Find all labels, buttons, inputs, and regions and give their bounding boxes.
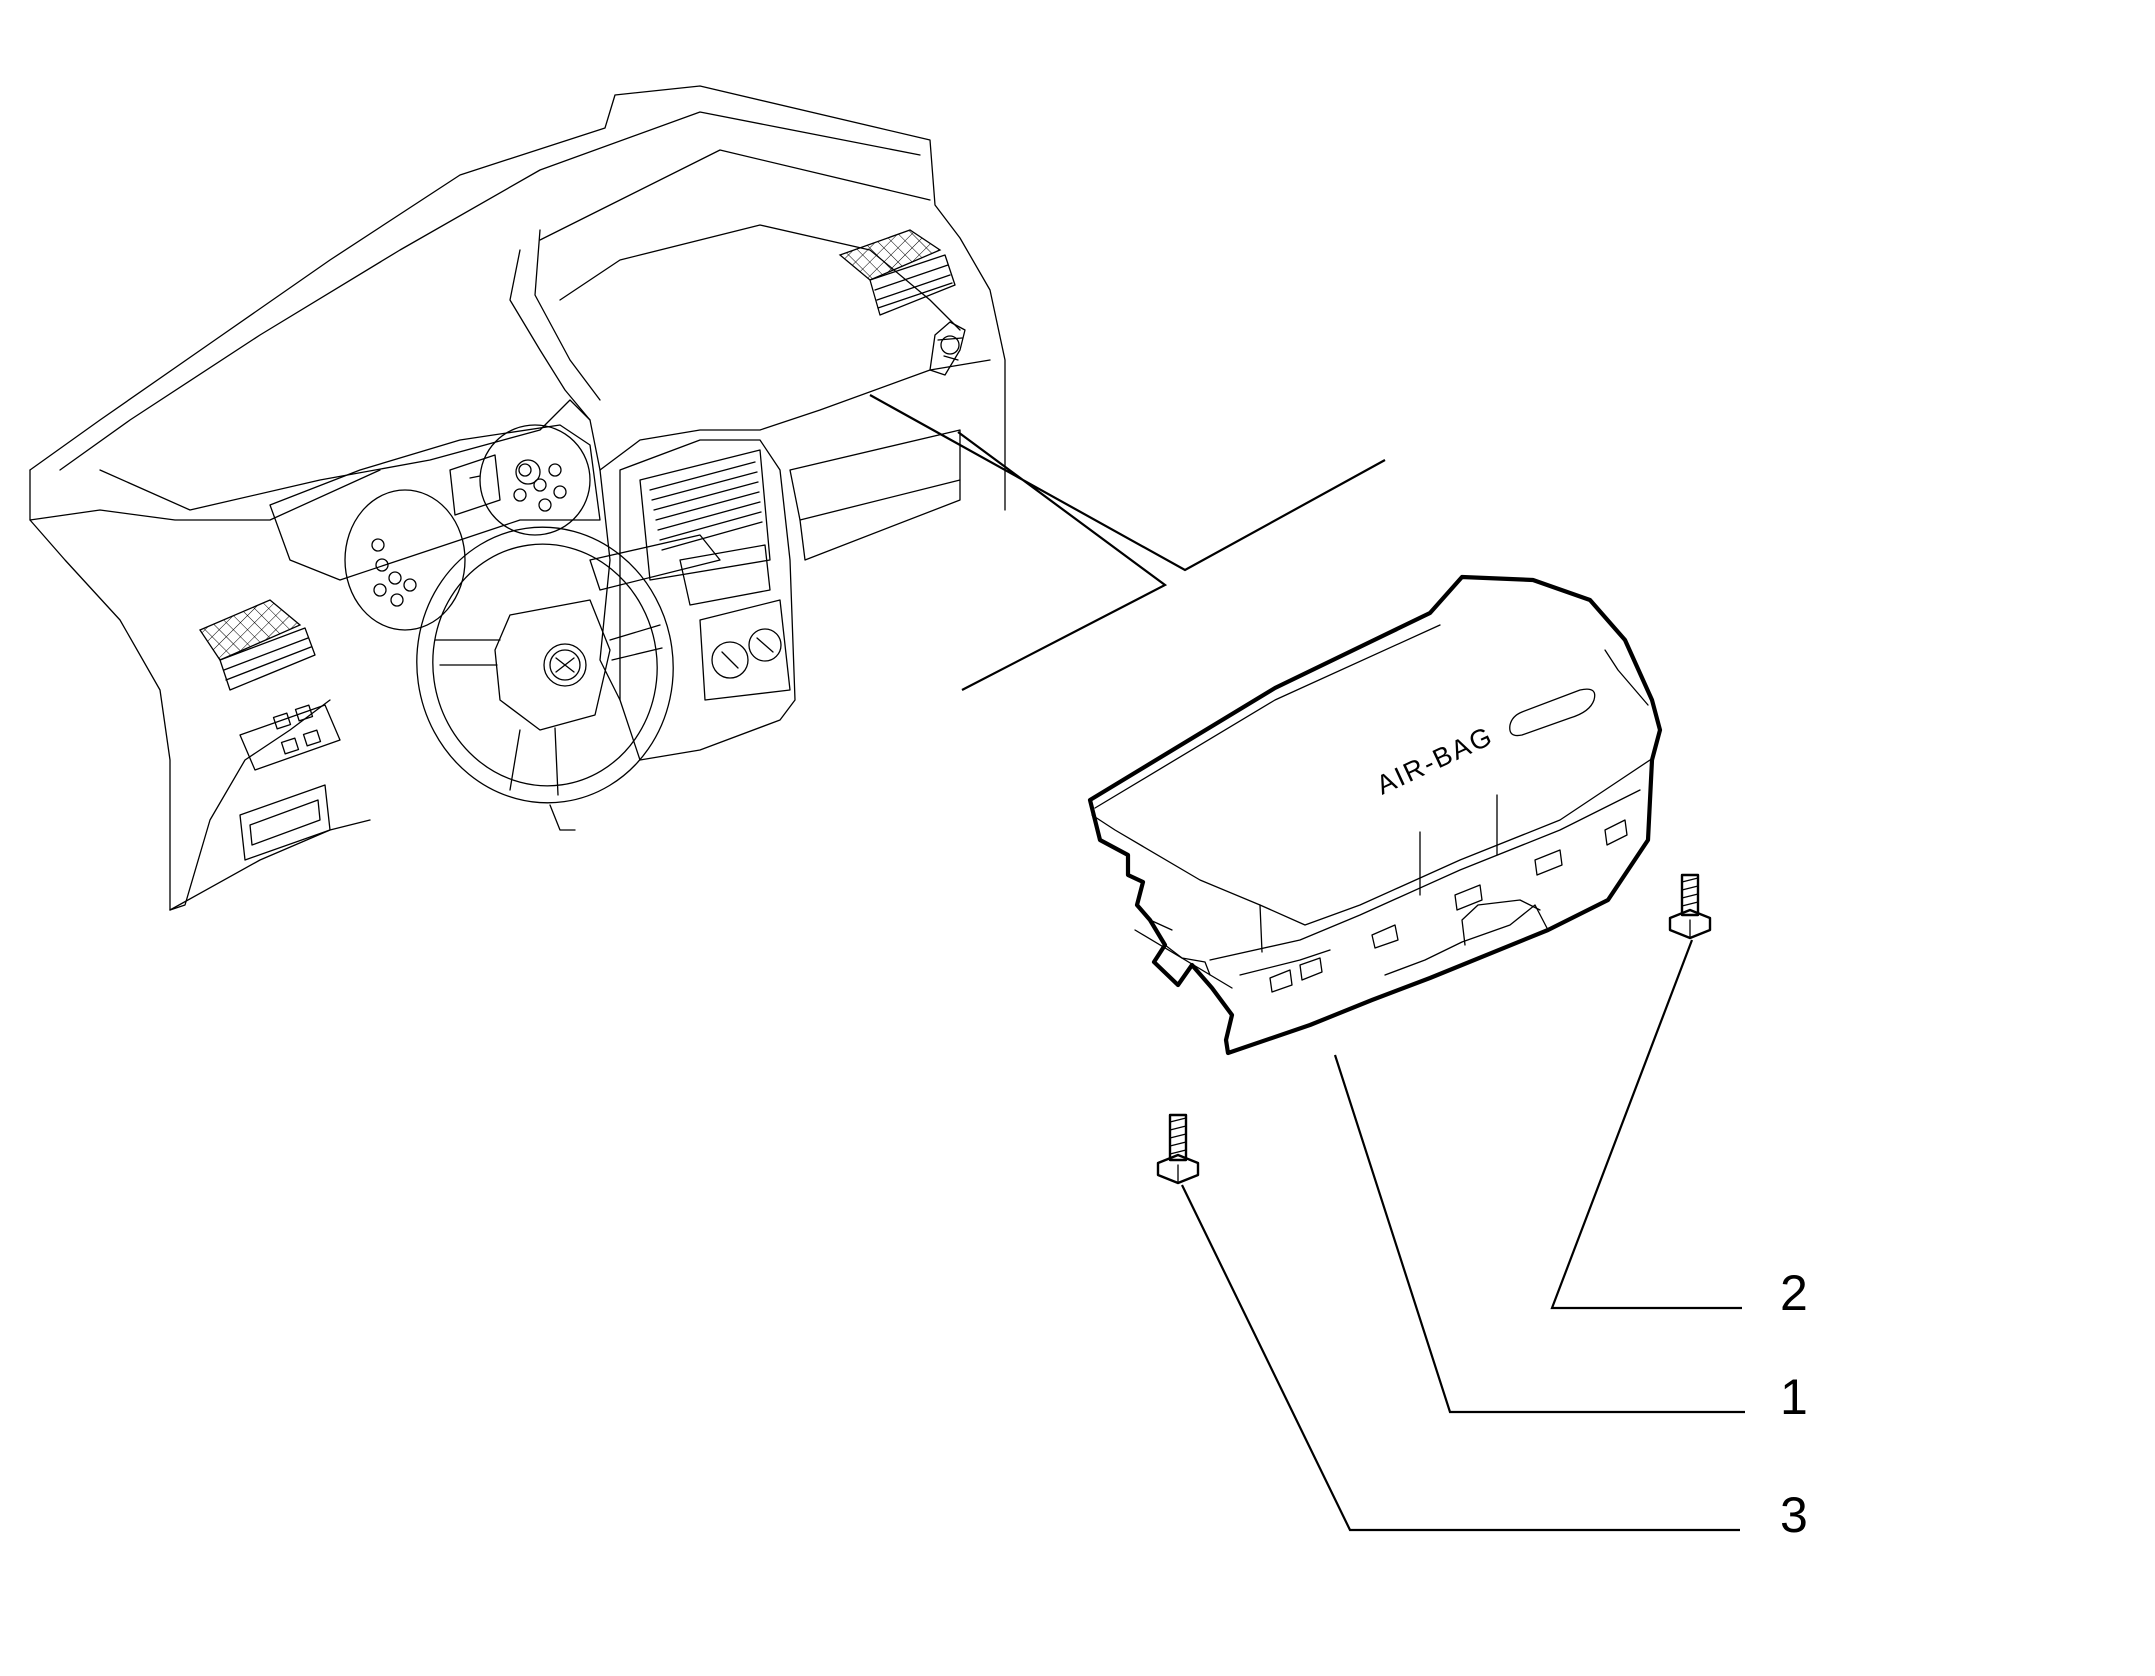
callout-1-leader bbox=[1333, 1054, 1745, 1414]
callout-3-label: 3 bbox=[1780, 1487, 1808, 1543]
callout-2-label: 2 bbox=[1780, 1265, 1808, 1321]
callout-2-leader bbox=[1550, 939, 1742, 1310]
right-air-vent bbox=[838, 229, 956, 316]
dashboard-leader-line bbox=[869, 394, 1386, 691]
callout-3-leader bbox=[1181, 1184, 1740, 1532]
steering-wheel-emblem-icon bbox=[543, 643, 587, 687]
callout-1-label: 1 bbox=[1780, 1369, 1808, 1425]
instrument-cluster bbox=[269, 424, 601, 631]
left-air-vent bbox=[199, 599, 316, 691]
screw-left-icon bbox=[1156, 1113, 1200, 1185]
left-switch-panel bbox=[239, 704, 341, 771]
steering-wheel bbox=[416, 526, 674, 831]
dashboard-illustration bbox=[29, 85, 1006, 911]
scorpion-emblem-icon bbox=[929, 321, 966, 376]
airbag-module: AIR-BAG bbox=[1087, 574, 1663, 1056]
center-console bbox=[589, 439, 796, 761]
screw-right-icon bbox=[1668, 873, 1712, 940]
